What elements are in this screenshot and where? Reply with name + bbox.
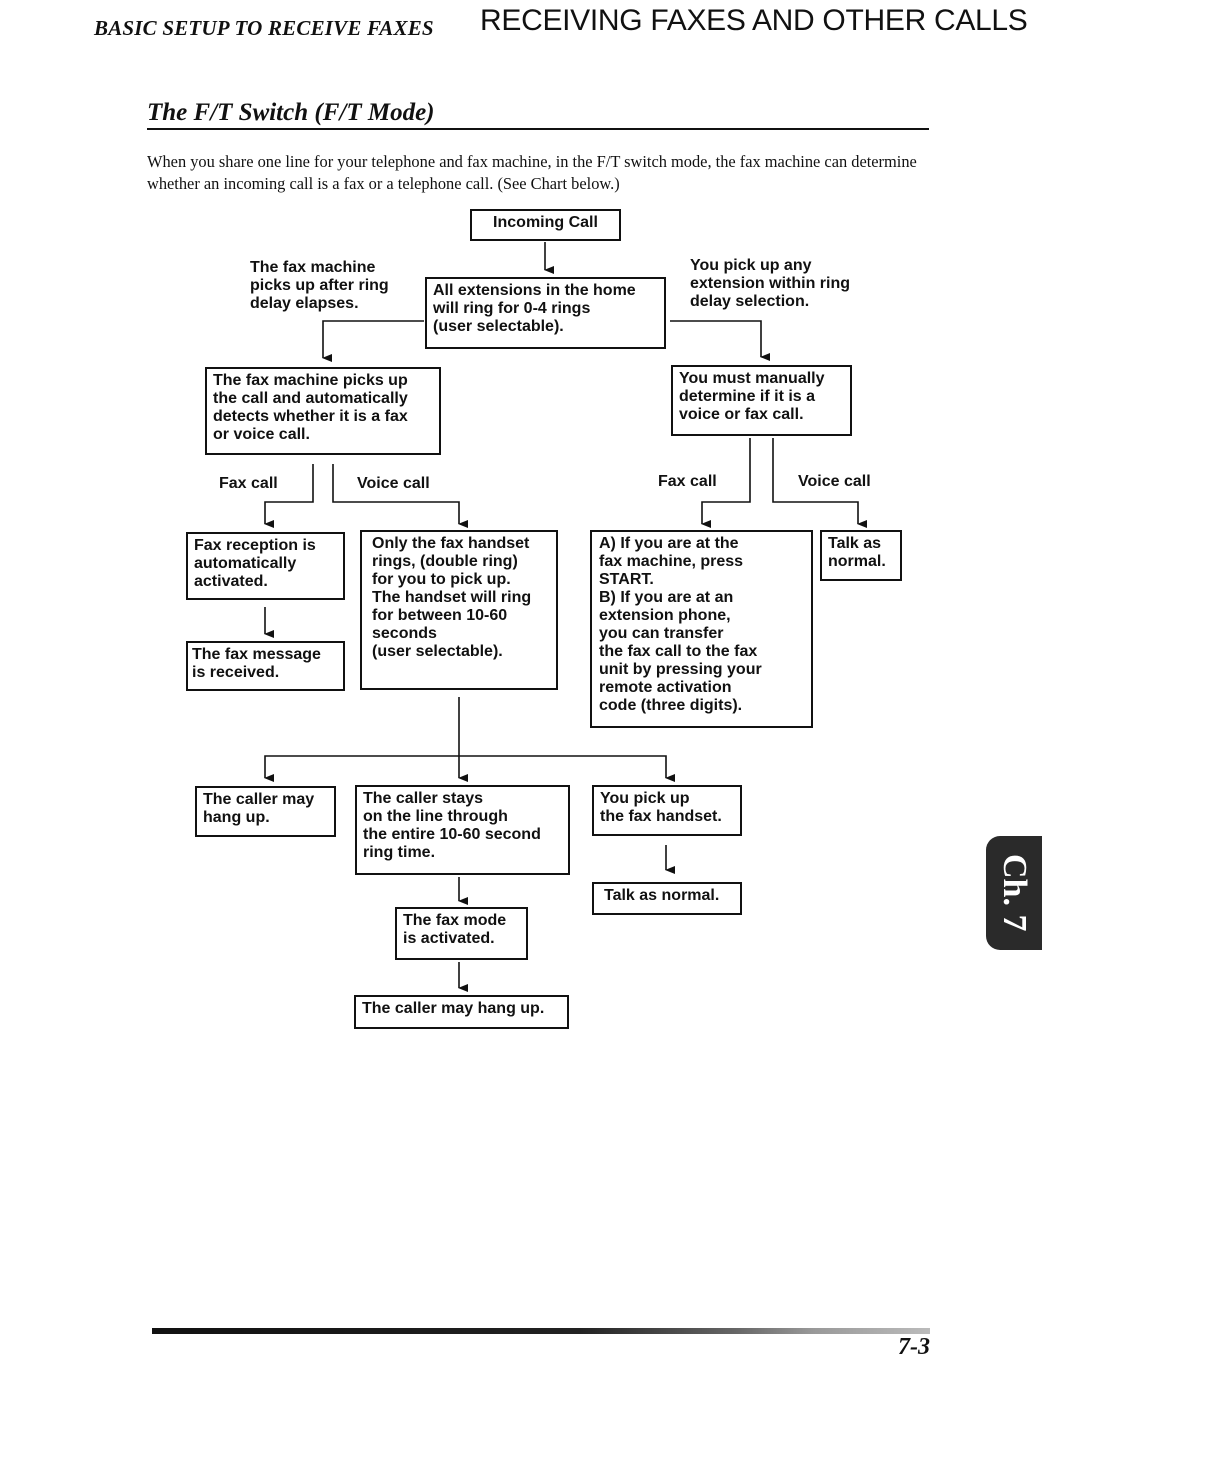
fax-picks-up-detects-box: The fax machine picks up the call and au…: [205, 367, 441, 455]
you-pick-up-extension-label: You pick up any extension within ring de…: [690, 257, 851, 310]
caller-may-hang-up-final-box: The caller may hang up.: [354, 995, 569, 1029]
arrow-left-voice-call: [332, 464, 468, 528]
right-fax-call-label: Fax call: [658, 473, 717, 490]
voice-talk-as-normal-box: Talk as normal.: [820, 530, 902, 581]
manually-determine-box: You must manually determine if it is a v…: [671, 365, 852, 436]
fax-message-received-box: The fax message is received.: [186, 641, 345, 691]
caller-stays-on-line-box: The caller stays on the line through the…: [355, 785, 570, 875]
running-header-chapter: RECEIVING FAXES AND OTHER CALLS: [480, 4, 1028, 37]
fax-reception-activated-box: Fax reception is automatically activated…: [186, 532, 345, 600]
handset-double-ring-box: Only the fax handset rings, (double ring…: [360, 530, 558, 690]
arrow-rings-to-caller-hangs-up: [264, 755, 459, 782]
incoming-call-box: Incoming Call: [470, 209, 621, 241]
fax-mode-activated-box: The fax mode is activated.: [395, 907, 528, 960]
arrow-right-voice-call: [772, 438, 867, 528]
footer-rule: [152, 1328, 930, 1334]
arrow-extensions-to-fax-picks-up: [322, 320, 424, 362]
transfer-fax-call-box: A) If you are at the fax machine, press …: [590, 530, 813, 728]
left-voice-call-label: Voice call: [357, 475, 430, 492]
chapter-tab: Ch. 7: [986, 836, 1042, 950]
all-extensions-ring-box: All extensions in the home will ring for…: [425, 277, 666, 349]
page-number: 7-3: [898, 1334, 930, 1360]
fax-machine-picks-up-label: The fax machine picks up after ring dela…: [250, 259, 389, 312]
talk-as-normal-box: Talk as normal.: [592, 882, 742, 915]
chapter-tab-label: Ch. 7: [996, 854, 1033, 932]
left-fax-call-label: Fax call: [219, 475, 278, 492]
section-title: The F/T Switch (F/T Mode): [147, 99, 435, 126]
running-header-section: BASIC SETUP TO RECEIVE FAXES: [94, 16, 434, 40]
pick-up-fax-handset-box: You pick up the fax handset.: [592, 785, 742, 836]
intro-paragraph: When you share one line for your telepho…: [147, 152, 917, 193]
arrow-rings-to-pick-up-handset: [459, 755, 675, 782]
arrow-left-fax-call: [264, 464, 314, 528]
arrow-right-fax-call: [701, 438, 751, 528]
caller-may-hang-up-box: The caller may hang up.: [195, 786, 336, 837]
section-title-rule: [147, 128, 929, 130]
right-voice-call-label: Voice call: [798, 473, 871, 490]
arrow-extensions-to-manual: [670, 320, 770, 361]
